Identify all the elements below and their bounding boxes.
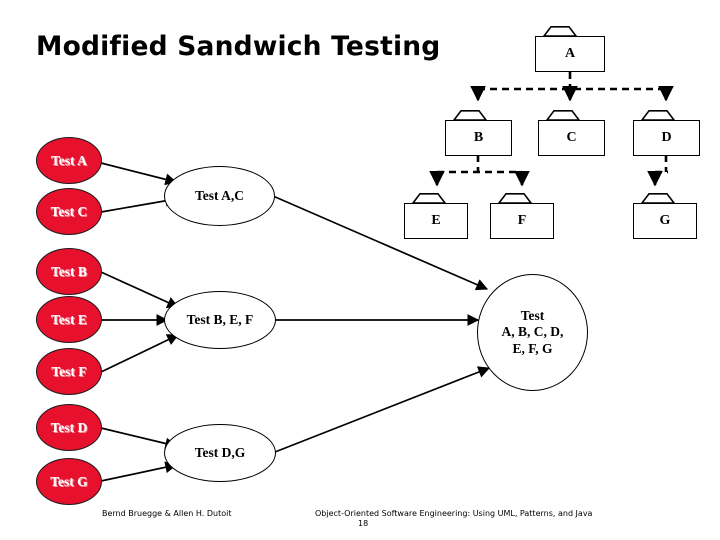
integration-test-label: Test D,G <box>194 445 246 461</box>
system-test-line-3: E, F, G <box>512 340 553 356</box>
component-box-c[interactable]: C <box>538 110 605 156</box>
test-node-test-a[interactable]: Test A <box>36 137 102 184</box>
flow-test-ac-to-system-test <box>272 195 489 291</box>
component-box-g[interactable]: G <box>633 193 697 239</box>
flow-test-dg-to-system-test <box>274 366 491 453</box>
test-node-label: Test B <box>51 263 87 279</box>
footer-page-number: 18 <box>358 519 369 528</box>
flow-test-g-to-test-dg <box>100 461 178 482</box>
system-test-node[interactable]: Test A, B, C, D, E, F, G <box>477 274 588 391</box>
flow-test-f-to-test-bef <box>100 334 180 373</box>
test-node-label: Test E <box>51 311 87 327</box>
test-node-test-b[interactable]: Test B <box>36 248 102 295</box>
integration-test-test-ac[interactable]: Test A,C <box>164 166 275 226</box>
test-node-test-f[interactable]: Test F <box>36 348 102 395</box>
component-label: A <box>535 36 605 72</box>
test-node-test-e[interactable]: Test E <box>36 296 102 343</box>
flow-test-b-to-test-bef <box>100 271 180 308</box>
test-node-label: Test F <box>51 363 87 379</box>
flow-test-c-to-test-ac <box>100 194 178 213</box>
integration-test-label: Test B, E, F <box>186 312 254 328</box>
footer-book-title: Object-Oriented Software Engineering: Us… <box>315 509 593 518</box>
system-test-line-1: Test <box>520 307 545 323</box>
component-label: F <box>490 203 554 239</box>
test-node-label: Test D <box>50 419 88 435</box>
component-box-a[interactable]: A <box>535 26 605 72</box>
test-node-label: Test A <box>51 152 87 168</box>
test-node-test-g[interactable]: Test G <box>36 458 102 505</box>
test-node-test-c[interactable]: Test C <box>36 188 102 235</box>
component-label: B <box>445 120 512 156</box>
component-label: E <box>404 203 468 239</box>
component-label: D <box>633 120 700 156</box>
component-box-e[interactable]: E <box>404 193 468 239</box>
component-box-d[interactable]: D <box>633 110 700 156</box>
flow-test-a-to-test-ac <box>100 162 178 186</box>
footer-authors: Bernd Bruegge & Allen H. Dutoit <box>102 509 232 518</box>
integration-test-label: Test A,C <box>194 188 244 204</box>
integration-test-test-bef[interactable]: Test B, E, F <box>164 291 276 349</box>
component-box-b[interactable]: B <box>445 110 512 156</box>
flow-test-d-to-test-dg <box>100 427 178 450</box>
page-title: Modified Sandwich Testing <box>36 31 441 62</box>
test-node-label: Test G <box>50 473 88 489</box>
dependency-b-bus <box>437 155 522 174</box>
component-box-f[interactable]: F <box>490 193 554 239</box>
dependency-a-bus <box>478 72 666 91</box>
component-label: G <box>633 203 697 239</box>
integration-test-test-dg[interactable]: Test D,G <box>164 424 276 482</box>
test-node-test-d[interactable]: Test D <box>36 404 102 451</box>
component-label: C <box>538 120 605 156</box>
test-node-label: Test C <box>50 203 88 219</box>
system-test-line-2: A, B, C, D, <box>501 324 564 340</box>
dependency-d-g <box>647 155 668 187</box>
